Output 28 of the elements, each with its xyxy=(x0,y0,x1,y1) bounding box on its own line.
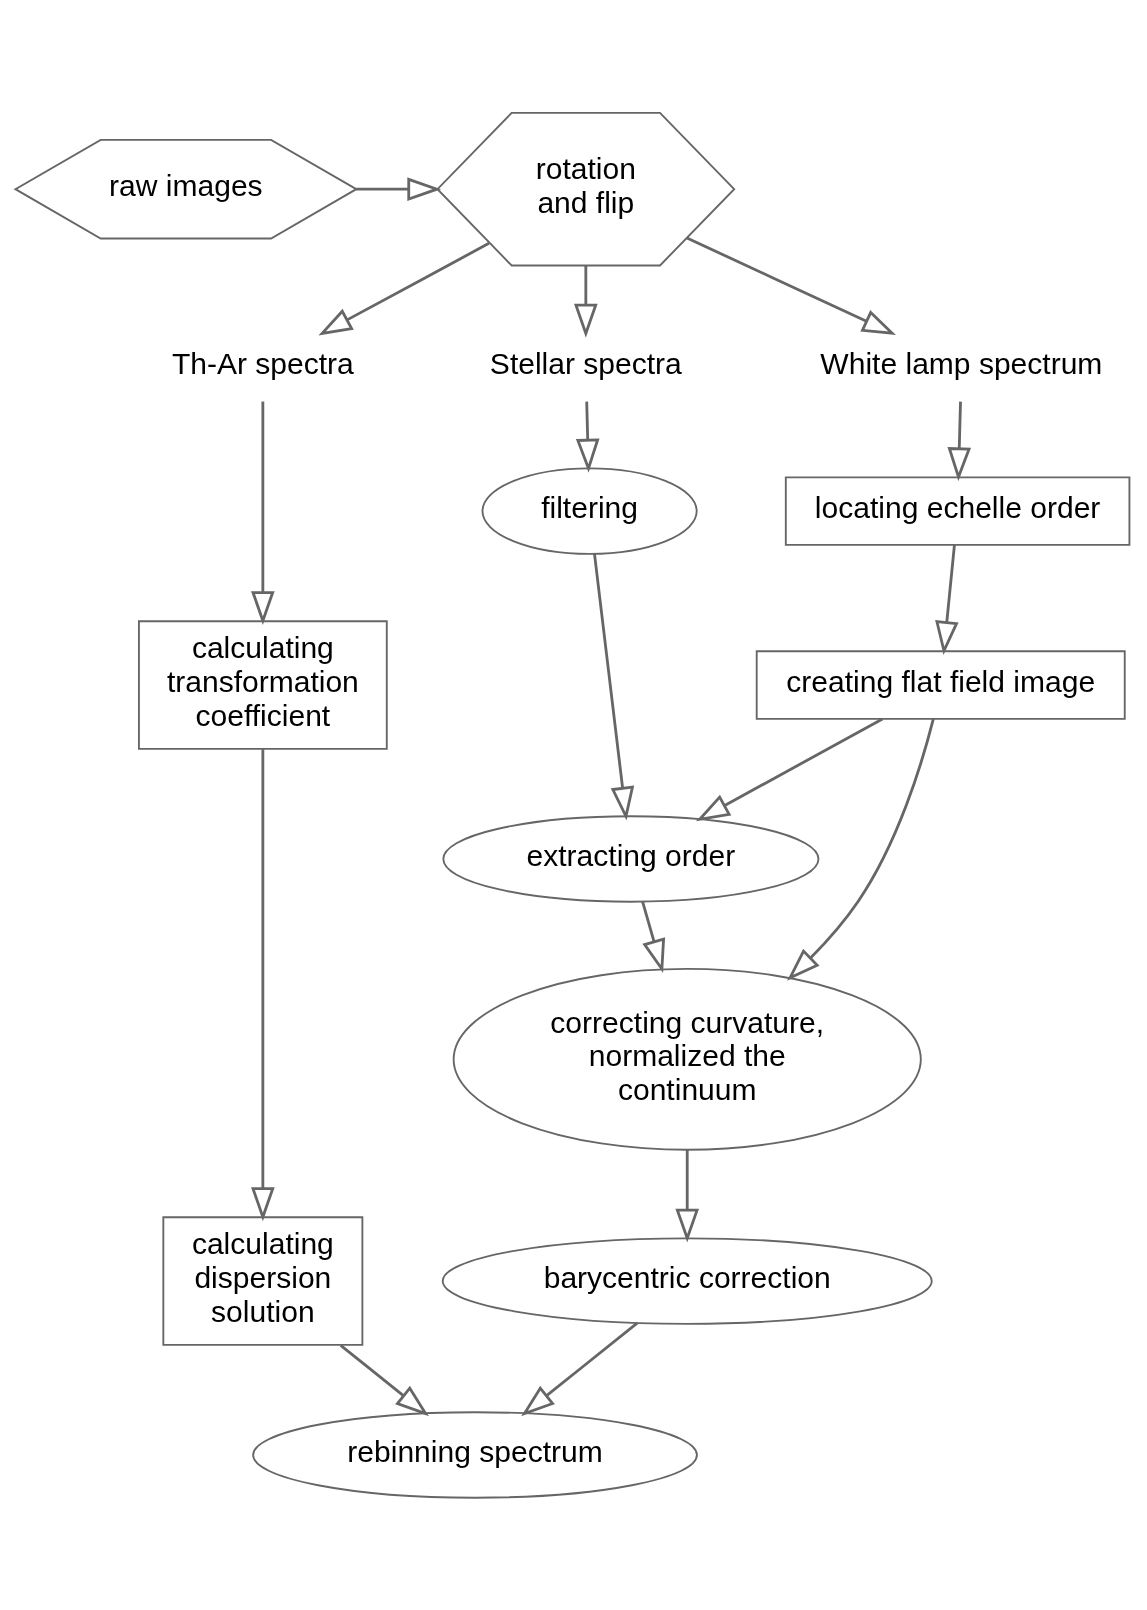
node-ellipse: filtering xyxy=(481,467,698,555)
arrow xyxy=(574,266,598,338)
node-ellipse: extracting order xyxy=(442,815,820,903)
arrow xyxy=(696,717,884,822)
arrow xyxy=(339,1344,429,1417)
node-text: White lamp spectrum xyxy=(820,347,1103,381)
arrow xyxy=(593,553,635,821)
arrow xyxy=(641,901,666,974)
arrow xyxy=(947,401,972,482)
node-ellipse: barycentric correction xyxy=(441,1237,933,1325)
node-box: locating echelle order xyxy=(784,476,1131,546)
node-text: Stellar spectra xyxy=(489,347,682,381)
node-box: creating flat field image xyxy=(755,650,1126,720)
arrow xyxy=(675,1149,700,1243)
arrow xyxy=(251,749,275,1222)
node-ellipse: correcting curvature, normalized the continuum xyxy=(452,967,922,1151)
arrow xyxy=(935,544,959,655)
arrow xyxy=(251,401,275,625)
arrow xyxy=(686,236,896,335)
node-text: Th-Ar spectra xyxy=(171,347,354,381)
arrow xyxy=(521,1321,639,1417)
node-box: calculating dispersion solution xyxy=(162,1216,364,1346)
node-ellipse: rebinning spectrum xyxy=(252,1411,698,1499)
arrow xyxy=(356,177,442,201)
arrow xyxy=(575,401,600,473)
arrow xyxy=(318,242,490,336)
node-box: calculating transformation coefficient xyxy=(138,620,388,750)
arrow xyxy=(787,718,935,981)
